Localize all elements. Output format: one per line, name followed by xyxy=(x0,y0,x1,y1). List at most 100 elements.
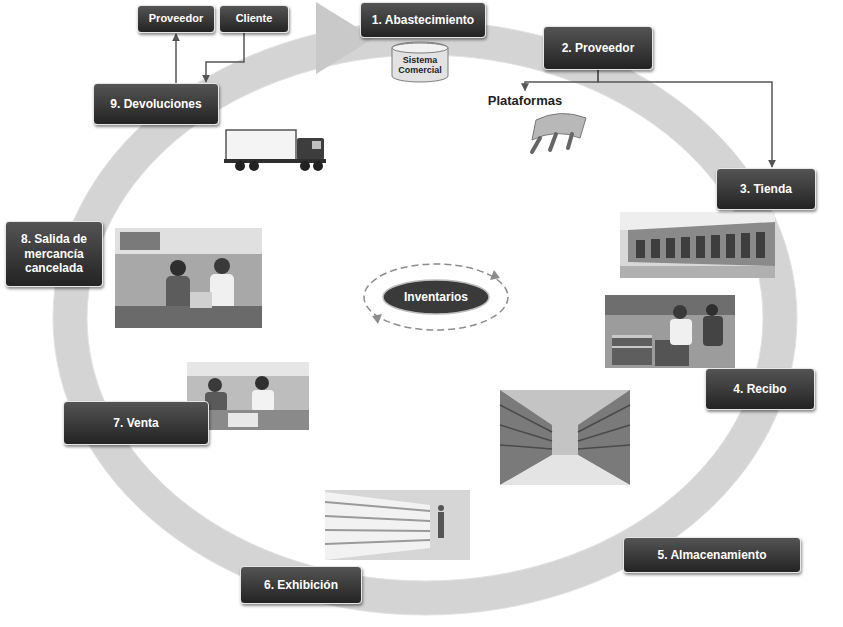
cycle-ring-part xyxy=(87,55,763,581)
receiving-photo-part xyxy=(673,305,687,319)
receiving-photo-part xyxy=(605,295,735,315)
display-photo-part-part xyxy=(325,540,430,544)
store-photo-part-part xyxy=(756,232,765,258)
truck-icon-part xyxy=(312,141,321,149)
truck-icon-part xyxy=(226,130,296,160)
flow-arrow xyxy=(206,33,244,82)
display-photo-part xyxy=(325,502,430,544)
truck-icon xyxy=(224,130,326,171)
checkout-photo-part xyxy=(187,362,309,376)
node-text: Sistema Comercial xyxy=(394,56,446,76)
node-text: 9. Devoluciones xyxy=(110,97,201,111)
node-text: 4. Recibo xyxy=(733,382,786,396)
step-box: 2. Proveedor xyxy=(543,26,653,70)
display-photo-part-part xyxy=(325,502,430,511)
display-photo-part xyxy=(438,512,444,538)
returns-desk-photo-part xyxy=(115,228,262,254)
store-photo-part-part xyxy=(741,233,750,258)
inventory-loop-part xyxy=(364,264,508,330)
flow-arrow xyxy=(175,34,177,83)
step-box: 7. Venta xyxy=(63,401,209,445)
node-text: Plataformas xyxy=(487,93,563,108)
step-box: 1. Abastecimiento xyxy=(360,2,486,38)
returns-desk-photo-part xyxy=(214,258,230,274)
receiving-photo-part xyxy=(703,316,723,346)
store-photo xyxy=(620,212,775,278)
cylinder-body xyxy=(392,42,448,82)
receiving-photo-part xyxy=(612,335,652,338)
warehouse-photo-part xyxy=(500,390,630,485)
store-photo-part xyxy=(620,266,775,278)
platform-icon xyxy=(532,113,586,152)
inventory-loop-part xyxy=(490,270,500,280)
returns-desk-photo-part xyxy=(170,260,186,276)
store-photo-part-part xyxy=(726,234,735,258)
store-photo-part-part xyxy=(711,235,720,258)
warehouse-photo-part-part xyxy=(500,425,552,441)
step-box: 4. Recibo xyxy=(705,368,815,410)
node-text: 2. Proveedor xyxy=(562,41,635,55)
returns-desk-photo-part xyxy=(115,306,262,328)
warehouse-photo xyxy=(500,390,630,485)
display-photo-part-part xyxy=(325,530,430,531)
checkout-photo-part xyxy=(208,378,222,392)
checkout-photo-part xyxy=(228,413,258,427)
returns-desk-photo xyxy=(115,228,262,328)
ellipse-outline xyxy=(383,280,489,314)
node-text: 8. Salida de mercancía cancelada xyxy=(16,232,92,275)
truck-icon-part xyxy=(297,138,324,160)
cylinder-top xyxy=(392,43,448,53)
platform-label: Plataformas xyxy=(485,92,565,109)
cycle-ring-part xyxy=(53,21,797,615)
receiving-photo-part xyxy=(605,295,735,368)
store-photo-part xyxy=(628,222,775,266)
node-text: 5. Almacenamiento xyxy=(658,548,767,562)
store-photo-part-part xyxy=(696,236,705,258)
warehouse-photo-part xyxy=(500,455,630,485)
returns-desk-photo-part xyxy=(190,292,212,308)
truck-icon-part xyxy=(235,161,245,171)
store-photo-part xyxy=(636,232,765,258)
truck-icon-part xyxy=(313,161,323,171)
store-photo-part-part xyxy=(681,237,690,258)
store-photo-part-part xyxy=(651,239,660,258)
returns-desk-photo-part xyxy=(120,232,160,250)
node-text: Proveedor xyxy=(149,12,203,25)
step-box: 8. Salida de mercancía cancelada xyxy=(5,221,103,287)
platform-icon-part xyxy=(568,134,572,148)
step-box: 3. Tienda xyxy=(716,168,816,210)
platform-icon-part xyxy=(532,138,540,152)
truck-icon-part xyxy=(300,161,310,171)
truck-icon-part xyxy=(249,161,259,171)
warehouse-photo-part-part xyxy=(578,445,630,449)
step-box: 5. Almacenamiento xyxy=(623,537,801,573)
store-photo-part-part xyxy=(636,240,645,258)
flow-arrow xyxy=(525,70,598,91)
party-box: Proveedor xyxy=(137,5,215,33)
display-photo-part-part xyxy=(325,516,430,521)
receiving-photo-part xyxy=(706,304,718,316)
node-text: Cliente xyxy=(236,12,273,25)
returns-desk-photo-part xyxy=(115,228,262,328)
inventory-loop xyxy=(364,264,508,330)
display-photo xyxy=(325,490,470,560)
receiving-photo-part xyxy=(670,319,692,345)
step-box: 9. Devoluciones xyxy=(93,83,219,125)
display-photo-part xyxy=(325,490,470,560)
display-photo-part xyxy=(325,492,430,560)
warehouse-photo-part-part xyxy=(500,445,552,449)
receiving-photo-part xyxy=(612,346,652,348)
warehouse-photo-part xyxy=(500,405,630,449)
center-ellipse: Inventarios xyxy=(382,279,490,315)
platform-icon-part xyxy=(550,134,556,150)
cycle-ring-part xyxy=(70,38,780,598)
node-text: 6. Exhibición xyxy=(264,578,338,592)
node-text: Inventarios xyxy=(404,290,468,304)
display-photo-part xyxy=(438,505,444,511)
inventory-loop-part xyxy=(372,314,382,324)
party-box: Cliente xyxy=(219,5,289,33)
receiving-photo xyxy=(605,295,735,368)
node-text: 3. Tienda xyxy=(740,182,792,196)
